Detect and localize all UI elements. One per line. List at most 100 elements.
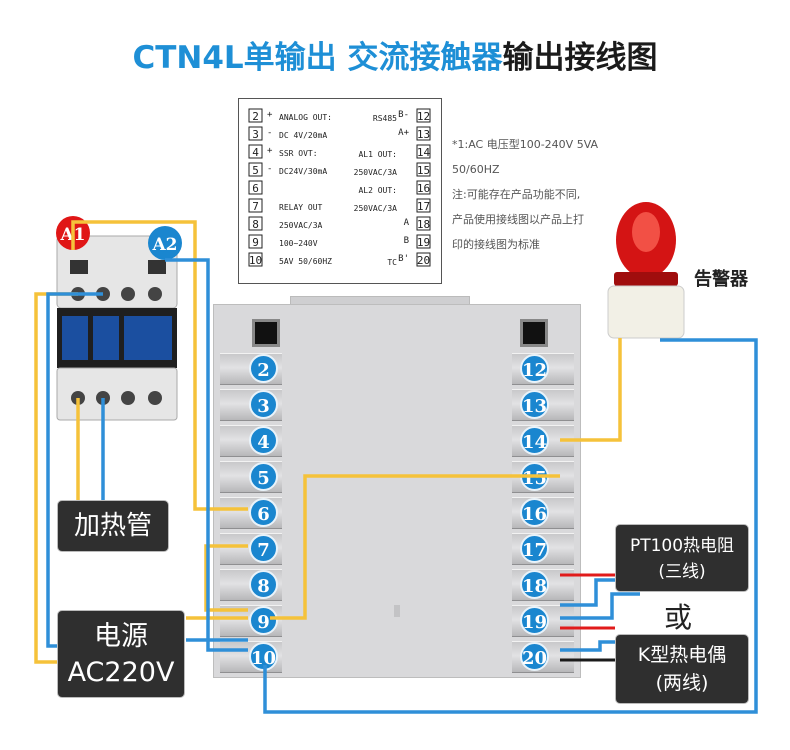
a2-badge: A2 — [148, 226, 182, 260]
legend-text: - — [267, 128, 272, 138]
terminal-number: 20 — [520, 642, 549, 671]
terminal-number: 19 — [520, 606, 549, 635]
alarm-lamp-icon — [607, 202, 685, 339]
pt100-label-line1: PT100热电阻 — [629, 536, 735, 556]
legend-text: 16 — [417, 182, 430, 195]
legend-text: 9 — [252, 236, 259, 249]
legend-terminal-box — [248, 162, 263, 177]
notes: *1:AC 电压型100-240V 5VA 50/60HZ 注:可能存在产品功能… — [452, 132, 612, 257]
pt100-box: PT100热电阻 (三线) — [615, 524, 749, 592]
legend-text: DC 4V/20mA — [279, 131, 327, 140]
panel-mark — [394, 605, 400, 617]
legend-text: 20 — [417, 254, 430, 267]
legend-text: AL1 OUT: — [358, 150, 397, 159]
legend-text: 19 — [417, 236, 430, 249]
legend-terminal-box — [416, 126, 431, 141]
legend-text: 6 — [252, 182, 259, 195]
legend-terminal-box — [248, 198, 263, 213]
note-line-5: 印的接线图为标准 — [452, 238, 540, 251]
legend-text: + — [267, 110, 273, 120]
legend-terminal-box — [248, 216, 263, 231]
a2-text: A2 — [151, 235, 177, 255]
title-model: CTN4L单输出 — [132, 40, 348, 76]
legend-terminal-box — [248, 144, 263, 159]
terminal-number: 3 — [249, 390, 278, 419]
legend-terminal-box — [248, 108, 263, 123]
power-box: 电源 AC220V — [57, 610, 185, 698]
legend-text: 250VAC/3A — [354, 204, 398, 213]
legend-text: 18 — [417, 218, 430, 231]
legend-text: A — [404, 218, 410, 228]
terminal-number: 16 — [520, 498, 549, 527]
legend-terminal-box — [416, 252, 431, 267]
legend-text: 250VAC/3A — [279, 221, 323, 230]
legend-text: 3 — [252, 128, 259, 141]
legend-text: SSR OVT: — [279, 149, 318, 158]
terminal-number: 4 — [249, 426, 278, 455]
alarm-label: 告警器 — [694, 269, 748, 290]
legend-text: A+ — [398, 128, 409, 138]
power-label-line2: AC220V — [67, 657, 175, 688]
terminal-number: 13 — [520, 390, 549, 419]
legend-text: 4 — [252, 146, 259, 159]
legend-terminal-box — [416, 108, 431, 123]
legend-text: 8 — [252, 218, 259, 231]
heater-label: 加热管 — [73, 511, 152, 541]
diagram-title: CTN4L单输出 交流接触器输出接线图 — [0, 32, 790, 77]
terminal-number: 14 — [520, 426, 549, 455]
legend-text: ANALOG OUT: — [279, 113, 332, 122]
legend-terminal-box — [416, 144, 431, 159]
legend-text: AL2 OUT: — [358, 186, 397, 195]
note-line-4: 产品使用接线图以产品上打 — [452, 213, 584, 226]
legend-terminal-box — [416, 234, 431, 249]
legend-terminal-box — [248, 126, 263, 141]
terminal-number: 12 — [520, 354, 549, 383]
right-slot — [520, 319, 548, 347]
legend-text: B- — [398, 110, 409, 120]
ktype-label-line2: (两线) — [655, 672, 709, 694]
legend-text: B — [404, 236, 409, 246]
legend-terminal-box — [416, 198, 431, 213]
legend-terminal-box — [248, 234, 263, 249]
legend-text: 250VAC/3A — [354, 168, 398, 177]
legend-terminal-box — [416, 216, 431, 231]
ac-contactor — [56, 235, 178, 421]
terminal-number: 8 — [249, 570, 278, 599]
legend-text: 12 — [417, 110, 430, 123]
legend-text: - — [267, 164, 272, 174]
legend-text: RS485 — [373, 114, 397, 123]
legend-text: 5AV 50/60HZ — [279, 257, 332, 266]
legend-text: 14 — [417, 146, 431, 159]
legend-terminal-box — [416, 180, 431, 195]
terminal-number: 5 — [249, 462, 278, 491]
legend-text: 10 — [249, 254, 262, 267]
note-line-3: 注:可能存在产品功能不同, — [452, 188, 581, 201]
legend-terminal-box — [416, 162, 431, 177]
legend-text: RELAY OUT — [279, 203, 323, 212]
note-line-1: *1:AC 电压型100-240V 5VA — [452, 138, 599, 151]
terminal-number: 17 — [520, 534, 549, 563]
ktype-box: K型热电偶 (两线) — [615, 634, 749, 704]
or-label: 或 — [664, 601, 693, 634]
terminal-number: 2 — [249, 354, 278, 383]
title-highlight: 交流接触器 — [347, 40, 503, 76]
blue-wires — [46, 258, 758, 714]
legend-terminal-box — [248, 252, 263, 267]
legend-text: + — [267, 146, 273, 156]
title-suffix: 输出接线图 — [502, 40, 658, 76]
legend-text: 5 — [252, 164, 259, 177]
legend-text: 13 — [417, 128, 430, 141]
legend-text: 2 — [252, 110, 259, 123]
legend-text: 17 — [417, 200, 430, 213]
legend-text: B' — [398, 254, 409, 264]
legend-text: DC24V/30mA — [279, 167, 327, 176]
terminal-number: 18 — [520, 570, 549, 599]
power-label-line1: 电源 — [94, 621, 148, 652]
left-slot — [252, 319, 280, 347]
legend-text: TC — [387, 258, 397, 267]
terminal-number: 6 — [249, 498, 278, 527]
